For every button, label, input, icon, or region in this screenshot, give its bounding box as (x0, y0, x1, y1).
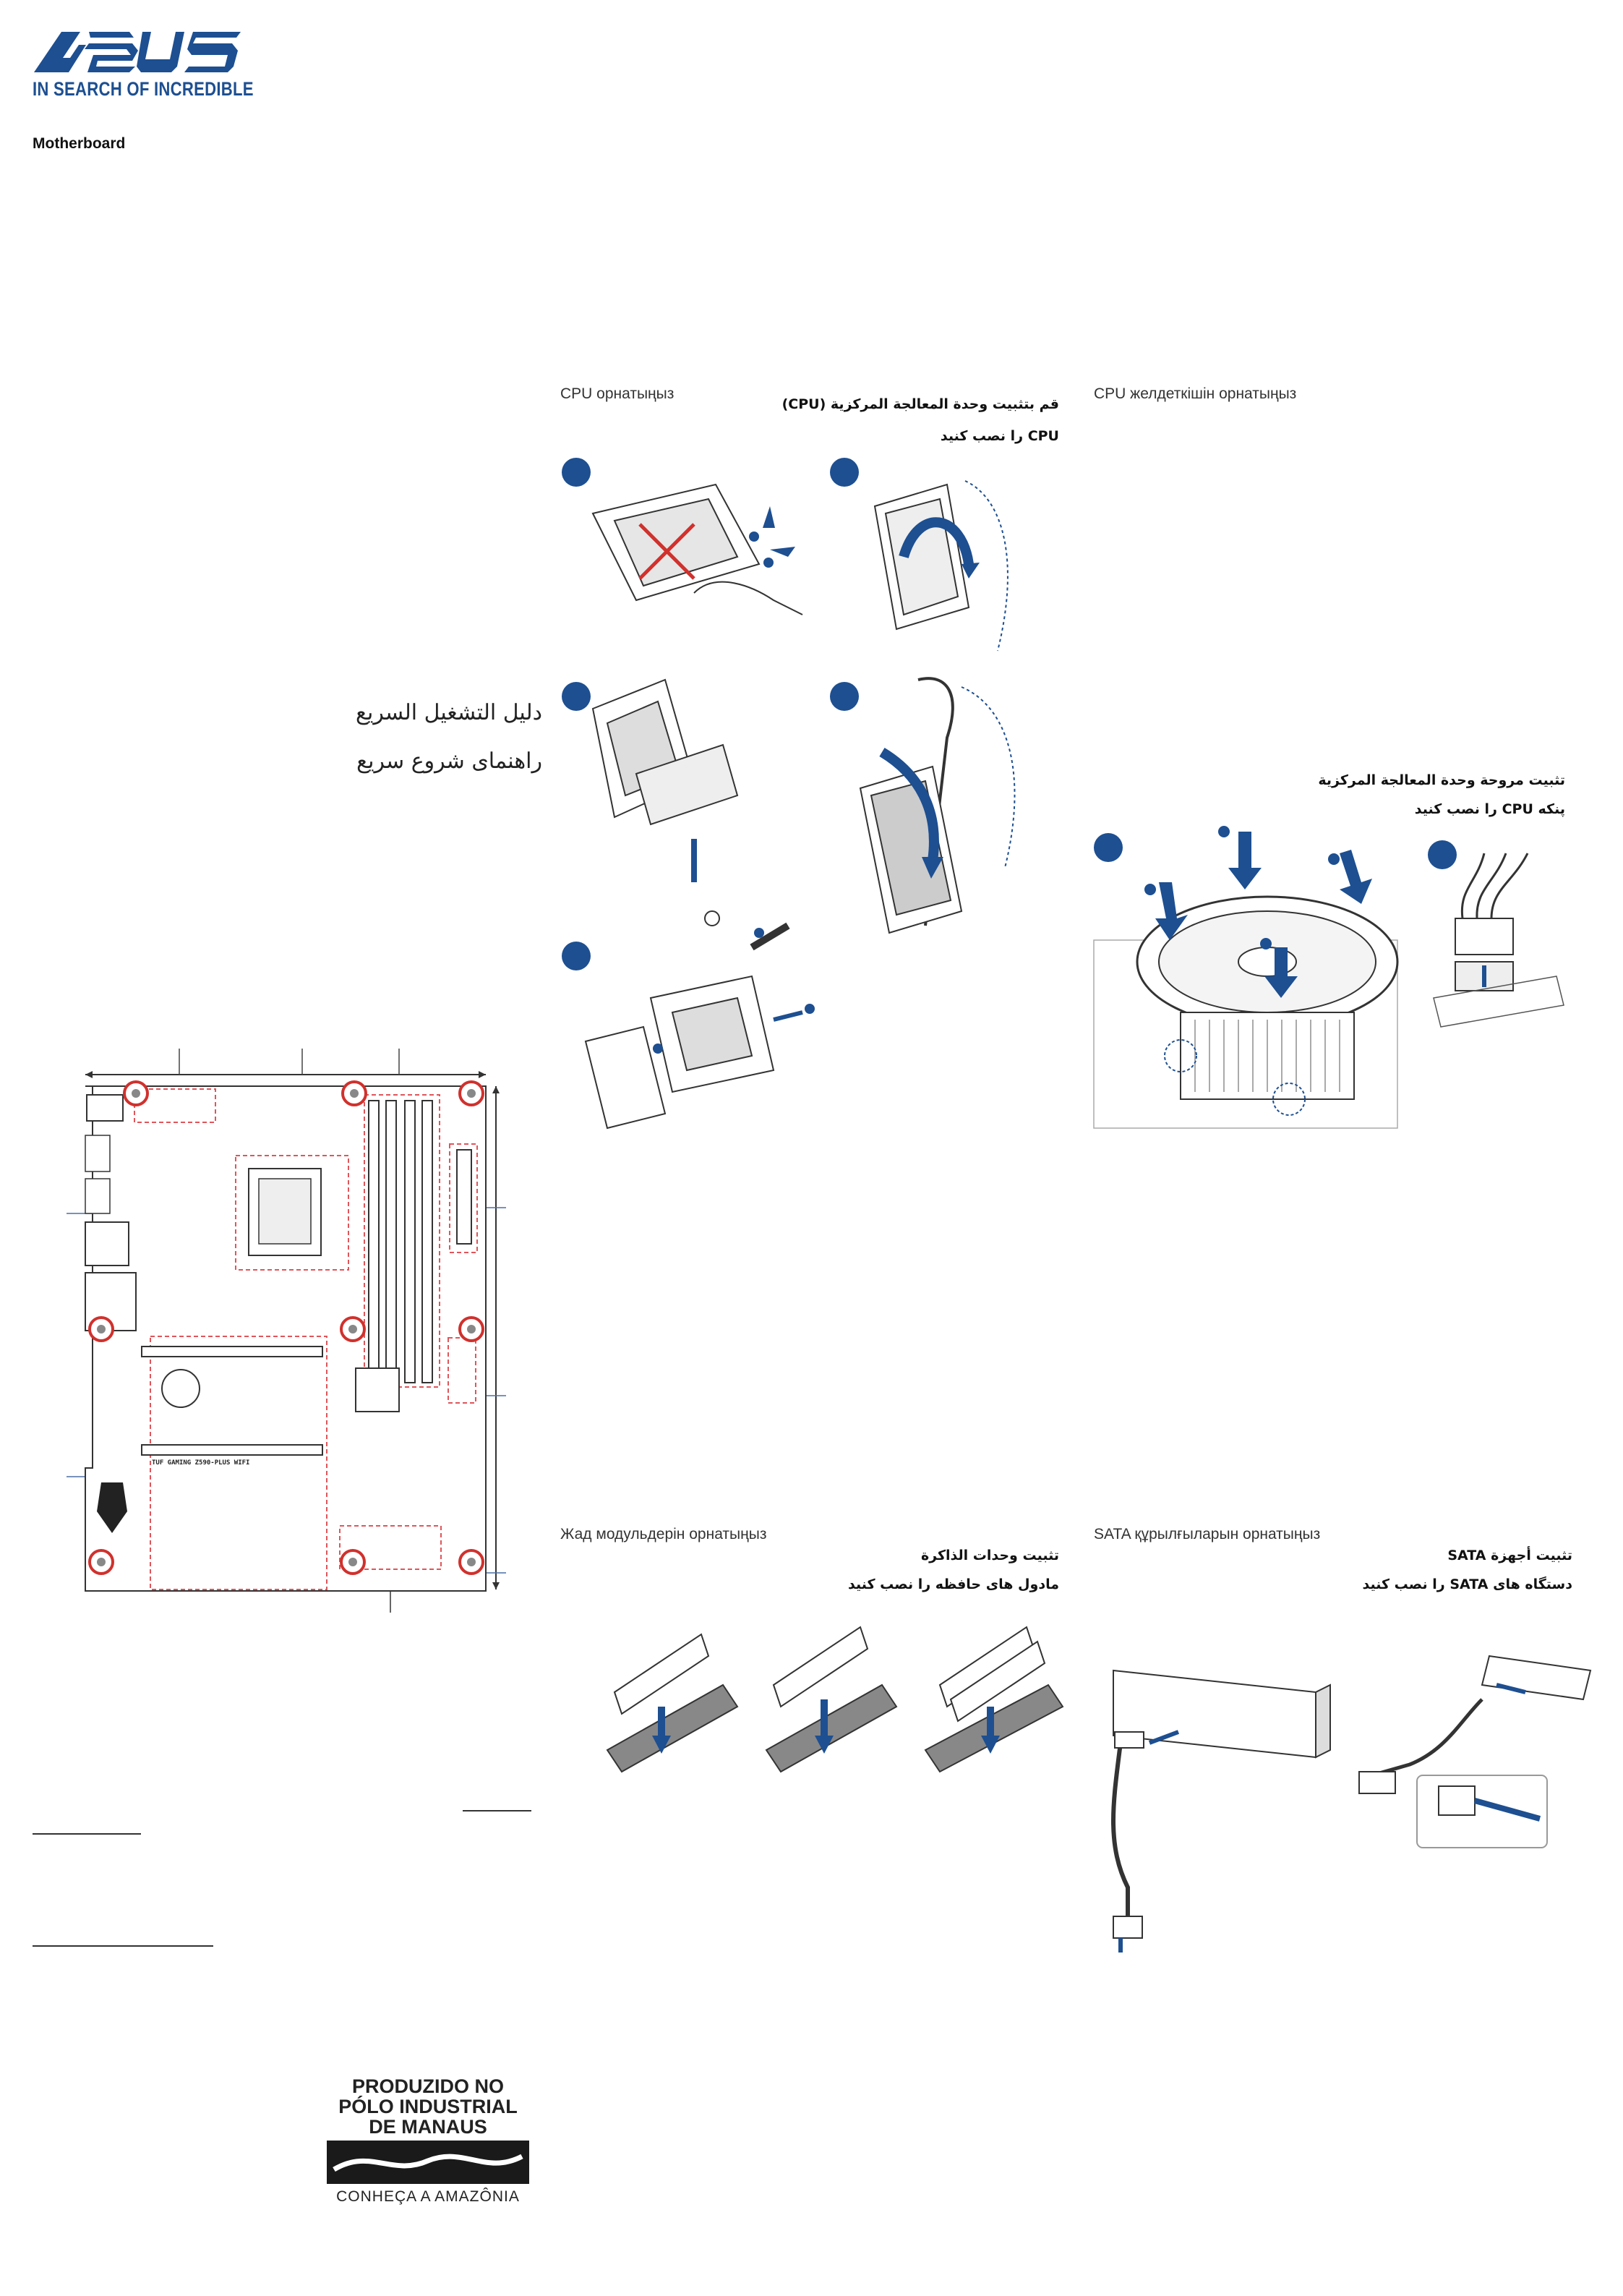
cpu-cooler-diagram (1093, 810, 1564, 1143)
memory-title-kazakh: Жад модульдерін орнатыңыз (560, 1526, 767, 1542)
cpu-step-4 (830, 682, 859, 711)
divider-short-left (33, 1833, 141, 1835)
cpu-step-2 (830, 458, 859, 487)
fan-step-2 (1428, 840, 1457, 869)
manaus-river-logo (327, 2141, 529, 2184)
cpu-step-5 (562, 942, 591, 970)
sata-cable-icon (1111, 1655, 1592, 1953)
cpu-cooler-icon (1093, 826, 1564, 1129)
guide-title-arabic: دليل التشغيل السريع (356, 700, 542, 725)
asus-logo-icon (34, 32, 241, 72)
memory-diagram (600, 1620, 1064, 1793)
fan-step-1 (1094, 833, 1123, 862)
memory-title-arabic: تثبيت وحدات الذاكرة (920, 1548, 1059, 1563)
cpu-title-persian: CPU را نصب کنید (940, 428, 1059, 444)
manaus-line-1: PRODUZIDO NO (351, 2075, 504, 2097)
sata-title-persian: دستگاه های SATA را نصب کنید (1362, 1576, 1572, 1592)
fan-title-arabic: تثبيت مروحة وحدة المعالجة المركزية (1318, 772, 1565, 788)
cpu-title-kazakh: CPU орнатыңыз (560, 385, 675, 402)
manaus-footer: CONHEÇA A AMAZÔNIA (336, 2188, 520, 2205)
manaus-river-icon (333, 2154, 523, 2172)
manaus-line-3: DE MANAUS (369, 2116, 487, 2138)
asus-logo (33, 30, 242, 74)
sata-cable-diagram (1099, 1655, 1592, 1974)
cpu-title-arabic: قم بتثبيت وحدة المعالجة المركزية (CPU) (781, 396, 1059, 412)
divider-long-left (33, 1945, 213, 1947)
product-label: Motherboard (33, 135, 126, 152)
cpu-step-1 (562, 458, 591, 487)
manaus-line-2: PÓLO INDUSTRIAL (338, 2096, 518, 2117)
memory-title-persian: مادول های حافظه را نصب کنید (848, 1576, 1059, 1592)
cpu-step-3 (562, 682, 591, 711)
guide-title-persian: راهنمای شروع سریع (356, 748, 542, 774)
cpu-socket-icon (584, 480, 1016, 1130)
cpu-socket-diagram (584, 477, 1055, 1130)
brand-tagline: IN SEARCH OF INCREDIBLE (33, 78, 254, 100)
motherboard-layout-icon (67, 1049, 506, 1613)
sata-title-arabic: تثبيت أجهزة SATA (1447, 1548, 1572, 1563)
sata-title-kazakh: SATA құрылғыларын орнатыңыз (1094, 1526, 1321, 1542)
fan-title-persian: پنکه CPU را نصب کنید (1414, 801, 1565, 817)
board-model-label: TUF GAMING Z590-PLUS WIFI (152, 1459, 250, 1467)
motherboard-layout (0, 1034, 535, 1620)
divider-short-right (463, 1810, 531, 1811)
fan-title-kazakh: CPU желдеткішін орнатыңыз (1094, 385, 1297, 402)
memory-install-icon (606, 1626, 1064, 1773)
